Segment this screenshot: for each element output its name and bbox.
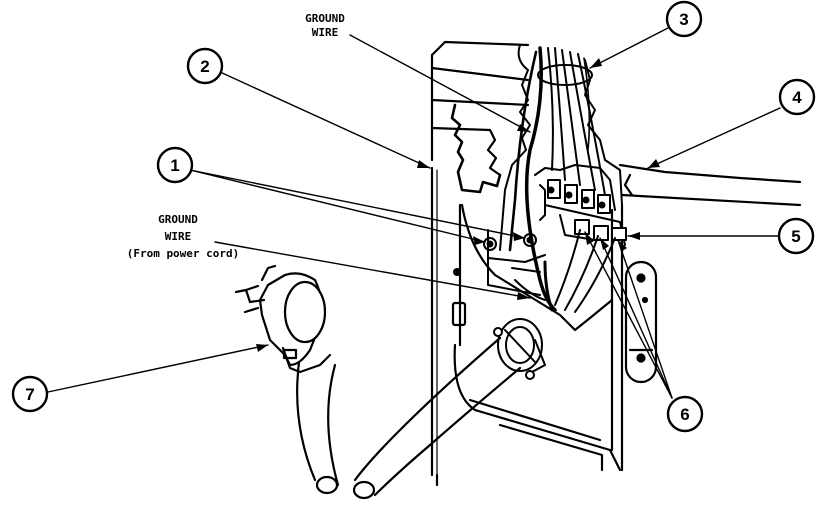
callout-7: 7 [11, 375, 49, 413]
terminal-block [453, 44, 627, 296]
svg-text:WIRE: WIRE [165, 230, 192, 243]
svg-text:2: 2 [200, 57, 209, 76]
ground-wire-label-top: GROUND WIRE [305, 12, 345, 39]
leader-arrowheads [256, 58, 660, 352]
power-cord [296, 336, 522, 500]
strain-relief [493, 318, 546, 380]
svg-text:WIRE: WIRE [312, 26, 339, 39]
svg-text:3: 3 [679, 10, 688, 29]
wire-bundle [508, 46, 616, 313]
cabinet-panel [430, 40, 802, 487]
callout-3: 3 [665, 0, 703, 38]
svg-text:(From power cord): (From power cord) [127, 247, 240, 260]
svg-text:7: 7 [25, 385, 34, 404]
callout-2: 2 [186, 47, 224, 85]
svg-text:GROUND: GROUND [158, 213, 198, 226]
callout-1: 1 [156, 146, 194, 184]
callout-4: 4 [778, 78, 816, 116]
power-plug [234, 264, 332, 374]
svg-text:1: 1 [170, 156, 179, 175]
ground-wire-label-left: GROUND WIRE (From power cord) [127, 213, 240, 260]
callout-5: 5 [777, 217, 815, 255]
callout-6: 6 [666, 395, 704, 433]
leader-lines [47, 27, 781, 399]
svg-text:5: 5 [791, 227, 800, 246]
svg-text:6: 6 [680, 405, 689, 424]
svg-text:GROUND: GROUND [305, 12, 345, 25]
svg-text:4: 4 [792, 88, 802, 107]
